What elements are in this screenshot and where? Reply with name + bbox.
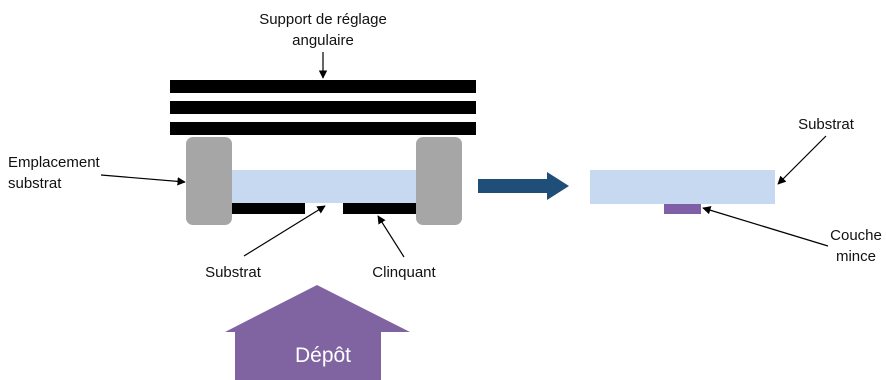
support-bar-1 bbox=[170, 80, 476, 93]
holder-left bbox=[186, 137, 232, 225]
holder-right bbox=[416, 137, 462, 225]
foil-right bbox=[343, 203, 416, 214]
leader-substrat-right bbox=[777, 135, 827, 185]
support-label-line2: angulaire bbox=[292, 32, 354, 49]
emplacement-label-line1: Emplacement bbox=[8, 154, 101, 171]
leader-clinquant bbox=[377, 215, 405, 258]
emplacement-label-line2: substrat bbox=[8, 175, 62, 192]
substrate-in-holder bbox=[232, 170, 416, 203]
depot-arrow bbox=[225, 285, 410, 380]
support-bar-3 bbox=[170, 122, 476, 135]
leader-substrat-left bbox=[243, 205, 326, 257]
process-arrow bbox=[478, 172, 569, 200]
couche-label-line2: mince bbox=[836, 248, 876, 265]
substrate-result bbox=[590, 170, 775, 204]
depot-label: Dépôt bbox=[295, 344, 351, 367]
substrat-label-left: Substrat bbox=[205, 264, 262, 281]
clinquant-label: Clinquant bbox=[372, 264, 436, 281]
foil-left bbox=[232, 203, 305, 214]
leader-couche bbox=[702, 206, 829, 247]
leader-emplacement bbox=[100, 174, 186, 186]
support-bar-2 bbox=[170, 101, 476, 114]
support-label-line1: Support de réglage bbox=[259, 11, 387, 28]
couche-label-line1: Couche bbox=[830, 227, 882, 244]
thin-film bbox=[664, 204, 701, 214]
substrat-label-right: Substrat bbox=[798, 116, 855, 133]
